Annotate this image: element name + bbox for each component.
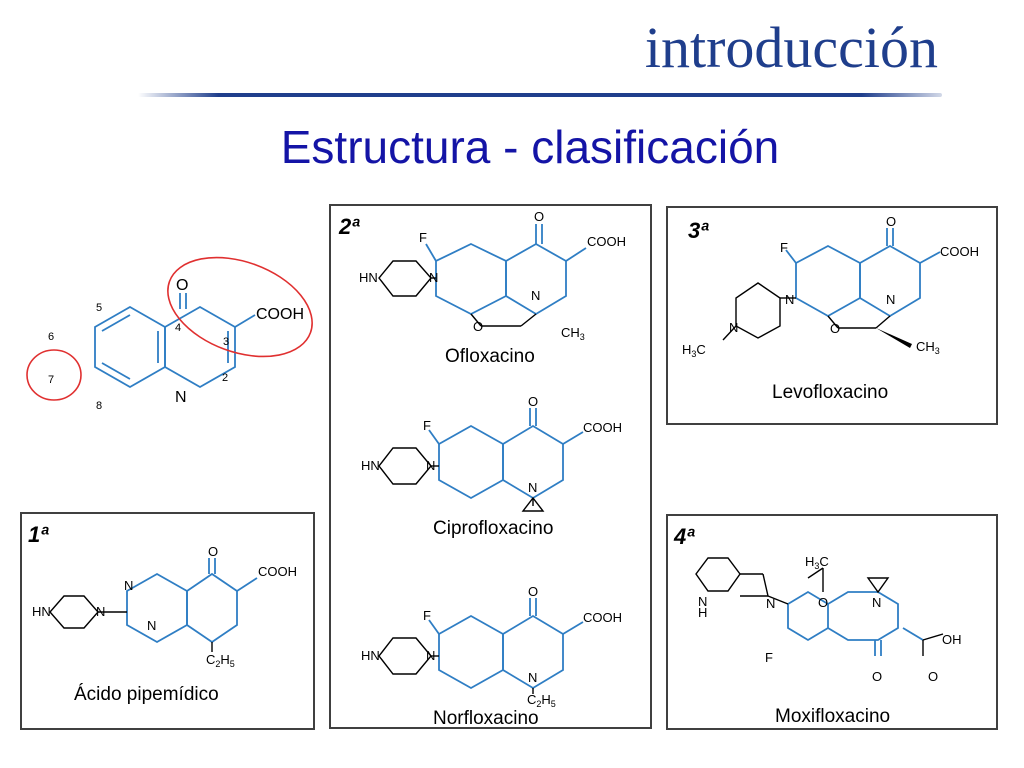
ofl-o: O [534,209,544,224]
pos-2: 2 [222,372,228,384]
mox-h3c: H3C [805,554,829,571]
nor-n: N [426,648,435,663]
ofl-ch3: CH3 [561,325,585,342]
page-title: Estructura - clasificación [280,121,780,173]
ofl-f: F [419,230,427,245]
core-o: O [176,277,188,294]
lev-o2: O [830,321,840,336]
panel-fourth-generation: 4ª H3C O N N N H F O O OH Moxifloxacino [666,514,998,730]
lev-n2: N [729,320,738,335]
lev-n: N [785,292,794,307]
pos-7: 7 [48,374,54,386]
nor-hn: HN [361,648,380,663]
ofl-hn: HN [359,270,378,285]
nor-c2h5: C2H5 [527,692,556,709]
ofl-n2: N [531,288,540,303]
cip-n2: N [528,480,537,495]
pip-o: O [208,544,218,559]
cip-cooh: COOH [583,420,622,435]
pos-8: 8 [96,400,102,412]
highlight-c3c4 [167,256,313,358]
section-title: introducción [644,15,938,80]
lev-ch3: CH3 [916,339,940,356]
lev-cooh: COOH [940,244,979,259]
cip-n: N [426,458,435,473]
mox-h: H [698,605,707,620]
pip-n1: N [124,578,133,593]
cip-f: F [423,418,431,433]
ciprofloxacino-structure: F O COOH HN N N [361,394,622,512]
title-rule [138,93,942,97]
mox-o2: O [872,669,882,684]
ofloxacino-structure: F O COOH HN N N O CH3 [359,209,626,342]
core-n: N [175,389,187,406]
pipemidico-structure: O COOH N N HN N C2H5 [32,544,297,669]
mox-o: O [818,595,828,610]
pip-hn: HN [32,604,51,619]
ofl-o2: O [473,319,483,334]
generation-label: 3ª [688,218,709,243]
lev-f: F [780,240,788,255]
compound-name: Ciprofloxacino [433,518,554,539]
core-cooh: COOH [256,306,304,323]
levofloxacino-structure: F O COOH N N N O H3C CH3 [682,214,979,359]
generation-label: 1ª [28,522,49,547]
norfloxacino-structure: F O COOH HN N N C2H5 [361,584,622,709]
ofl-cooh: COOH [587,234,626,249]
pip-c2h5: C2H5 [206,652,235,669]
lev-h3c: H3C [682,342,706,359]
nor-f: F [423,608,431,623]
mox-f: F [765,650,773,665]
pos-4: 4 [175,322,181,334]
highlight-c7 [26,349,82,401]
nor-n2: N [528,670,537,685]
mox-n2: N [766,596,775,611]
nor-cooh: COOH [583,610,622,625]
moxifloxacino-structure: H3C O N N N H F O O OH [695,554,962,684]
pip-n2: N [147,618,156,633]
nor-o: O [528,584,538,599]
cip-hn: HN [361,458,380,473]
mox-n3: N [698,594,707,609]
core-structure: O COOH N 5 6 7 8 4 3 2 [26,256,313,412]
mox-oh: OH [942,632,962,647]
compound-name: Ácido pipemídico [74,684,219,705]
mox-o3: O [928,669,938,684]
compound-name: Levofloxacino [772,382,889,403]
panel-first-generation: 1ª O COOH N N HN N C2H5 Ácido pipemídico [20,512,315,730]
lev-o: O [886,214,896,229]
pos-3: 3 [223,336,229,348]
pos-6: 6 [48,331,54,343]
compound-name: Norfloxacino [433,708,539,729]
mox-n: N [872,595,881,610]
panel-third-generation: 3ª F O COOH N N N O H3C CH3 Levofloxacin… [666,206,998,425]
lev-n3: N [886,292,895,307]
generation-label: 2ª [339,214,360,239]
compound-name: Ofloxacino [445,346,535,367]
cip-o: O [528,394,538,409]
pip-n3: N [96,604,105,619]
compound-name: Moxifloxacino [775,706,891,727]
ofl-n: N [429,270,438,285]
wedge-bond [876,328,912,348]
pip-cooh: COOH [258,564,297,579]
panel-second-generation: 2ª F O COOH HN N N O CH3 Ofloxacino [329,204,652,729]
generation-label: 4ª [674,524,695,549]
pos-5: 5 [96,302,102,314]
